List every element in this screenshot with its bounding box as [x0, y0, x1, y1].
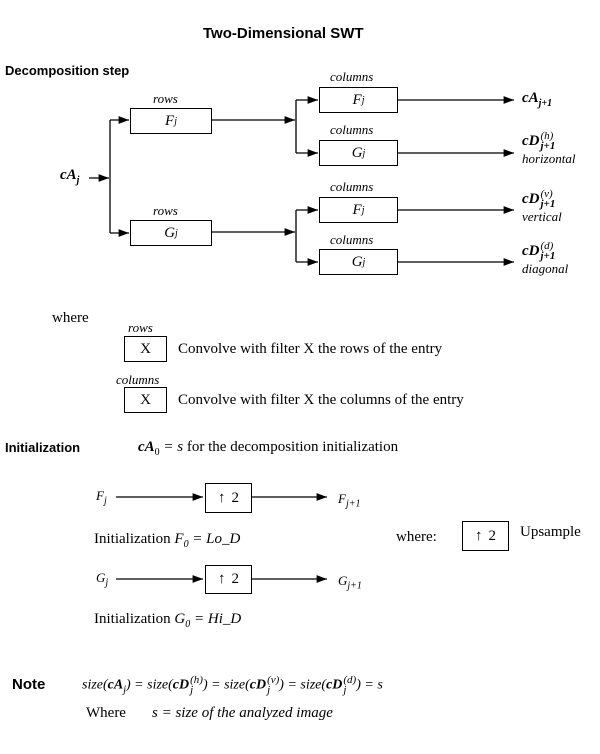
columns-label: columns [330, 179, 374, 194]
note-where: Where [86, 705, 126, 721]
upsample-where: where: [396, 529, 437, 545]
output-cD-vertical: cD(v)j+1 vertical [522, 188, 562, 224]
decomposition-heading: Decomposition step [5, 63, 130, 78]
output-cD-diagonal: cD(d)j+1 diagonal [522, 240, 569, 276]
note-label: Note [12, 676, 46, 693]
columns-label: columns [330, 69, 374, 84]
upsample-legend-box: ↑2 [462, 521, 509, 551]
up-arrow-icon: ↑ [218, 571, 226, 587]
legend-columns-label: columns [116, 372, 160, 387]
note-equation: size(cAj) = size(cD(h)j) = size(cD(v)j) … [82, 674, 383, 697]
columns-label: columns [330, 232, 374, 247]
upsample-box-F: ↑2 [205, 483, 252, 513]
up-arrow-icon: ↑ [218, 489, 226, 506]
G-out: Gj+1 [338, 573, 362, 592]
legend-rows-desc: Convolve with filter X the rows of the e… [178, 341, 443, 357]
output-cA: cAj+1 [522, 90, 553, 109]
rows-label: rows [153, 91, 178, 106]
legend-rows-box: X [124, 336, 167, 362]
legend-columns-box: X [124, 387, 167, 413]
input-cA: cAj [60, 167, 80, 186]
diagram-title: Two-Dimensional SWT [203, 25, 364, 42]
cA0-init: cA0 = s for the decomposition initializa… [138, 439, 399, 458]
where-label: where [52, 310, 89, 326]
rows-label: rows [153, 203, 178, 218]
columns-label: columns [330, 122, 374, 137]
G-init: Initialization G0 = Hi_D [94, 611, 242, 630]
F-init: Initialization F0 = Lo_D [94, 531, 241, 550]
upsample-box-G: ↑2 [205, 565, 252, 594]
initialization-heading: Initialization [5, 440, 81, 455]
upsample-label: Upsample [520, 524, 581, 540]
output-cD-horizontal: cD(h)j+1 horizontal [522, 130, 576, 166]
up-arrow-icon: ↑ [475, 527, 483, 544]
F-in: Fj [96, 488, 107, 507]
F-out: Fj+1 [338, 491, 361, 510]
note-s-definition: s = size of the analyzed image [152, 705, 333, 721]
legend-columns-desc: Convolve with filter X the columns of th… [178, 392, 464, 408]
G-in: Gj [96, 570, 109, 589]
legend-rows-label: rows [128, 320, 153, 335]
